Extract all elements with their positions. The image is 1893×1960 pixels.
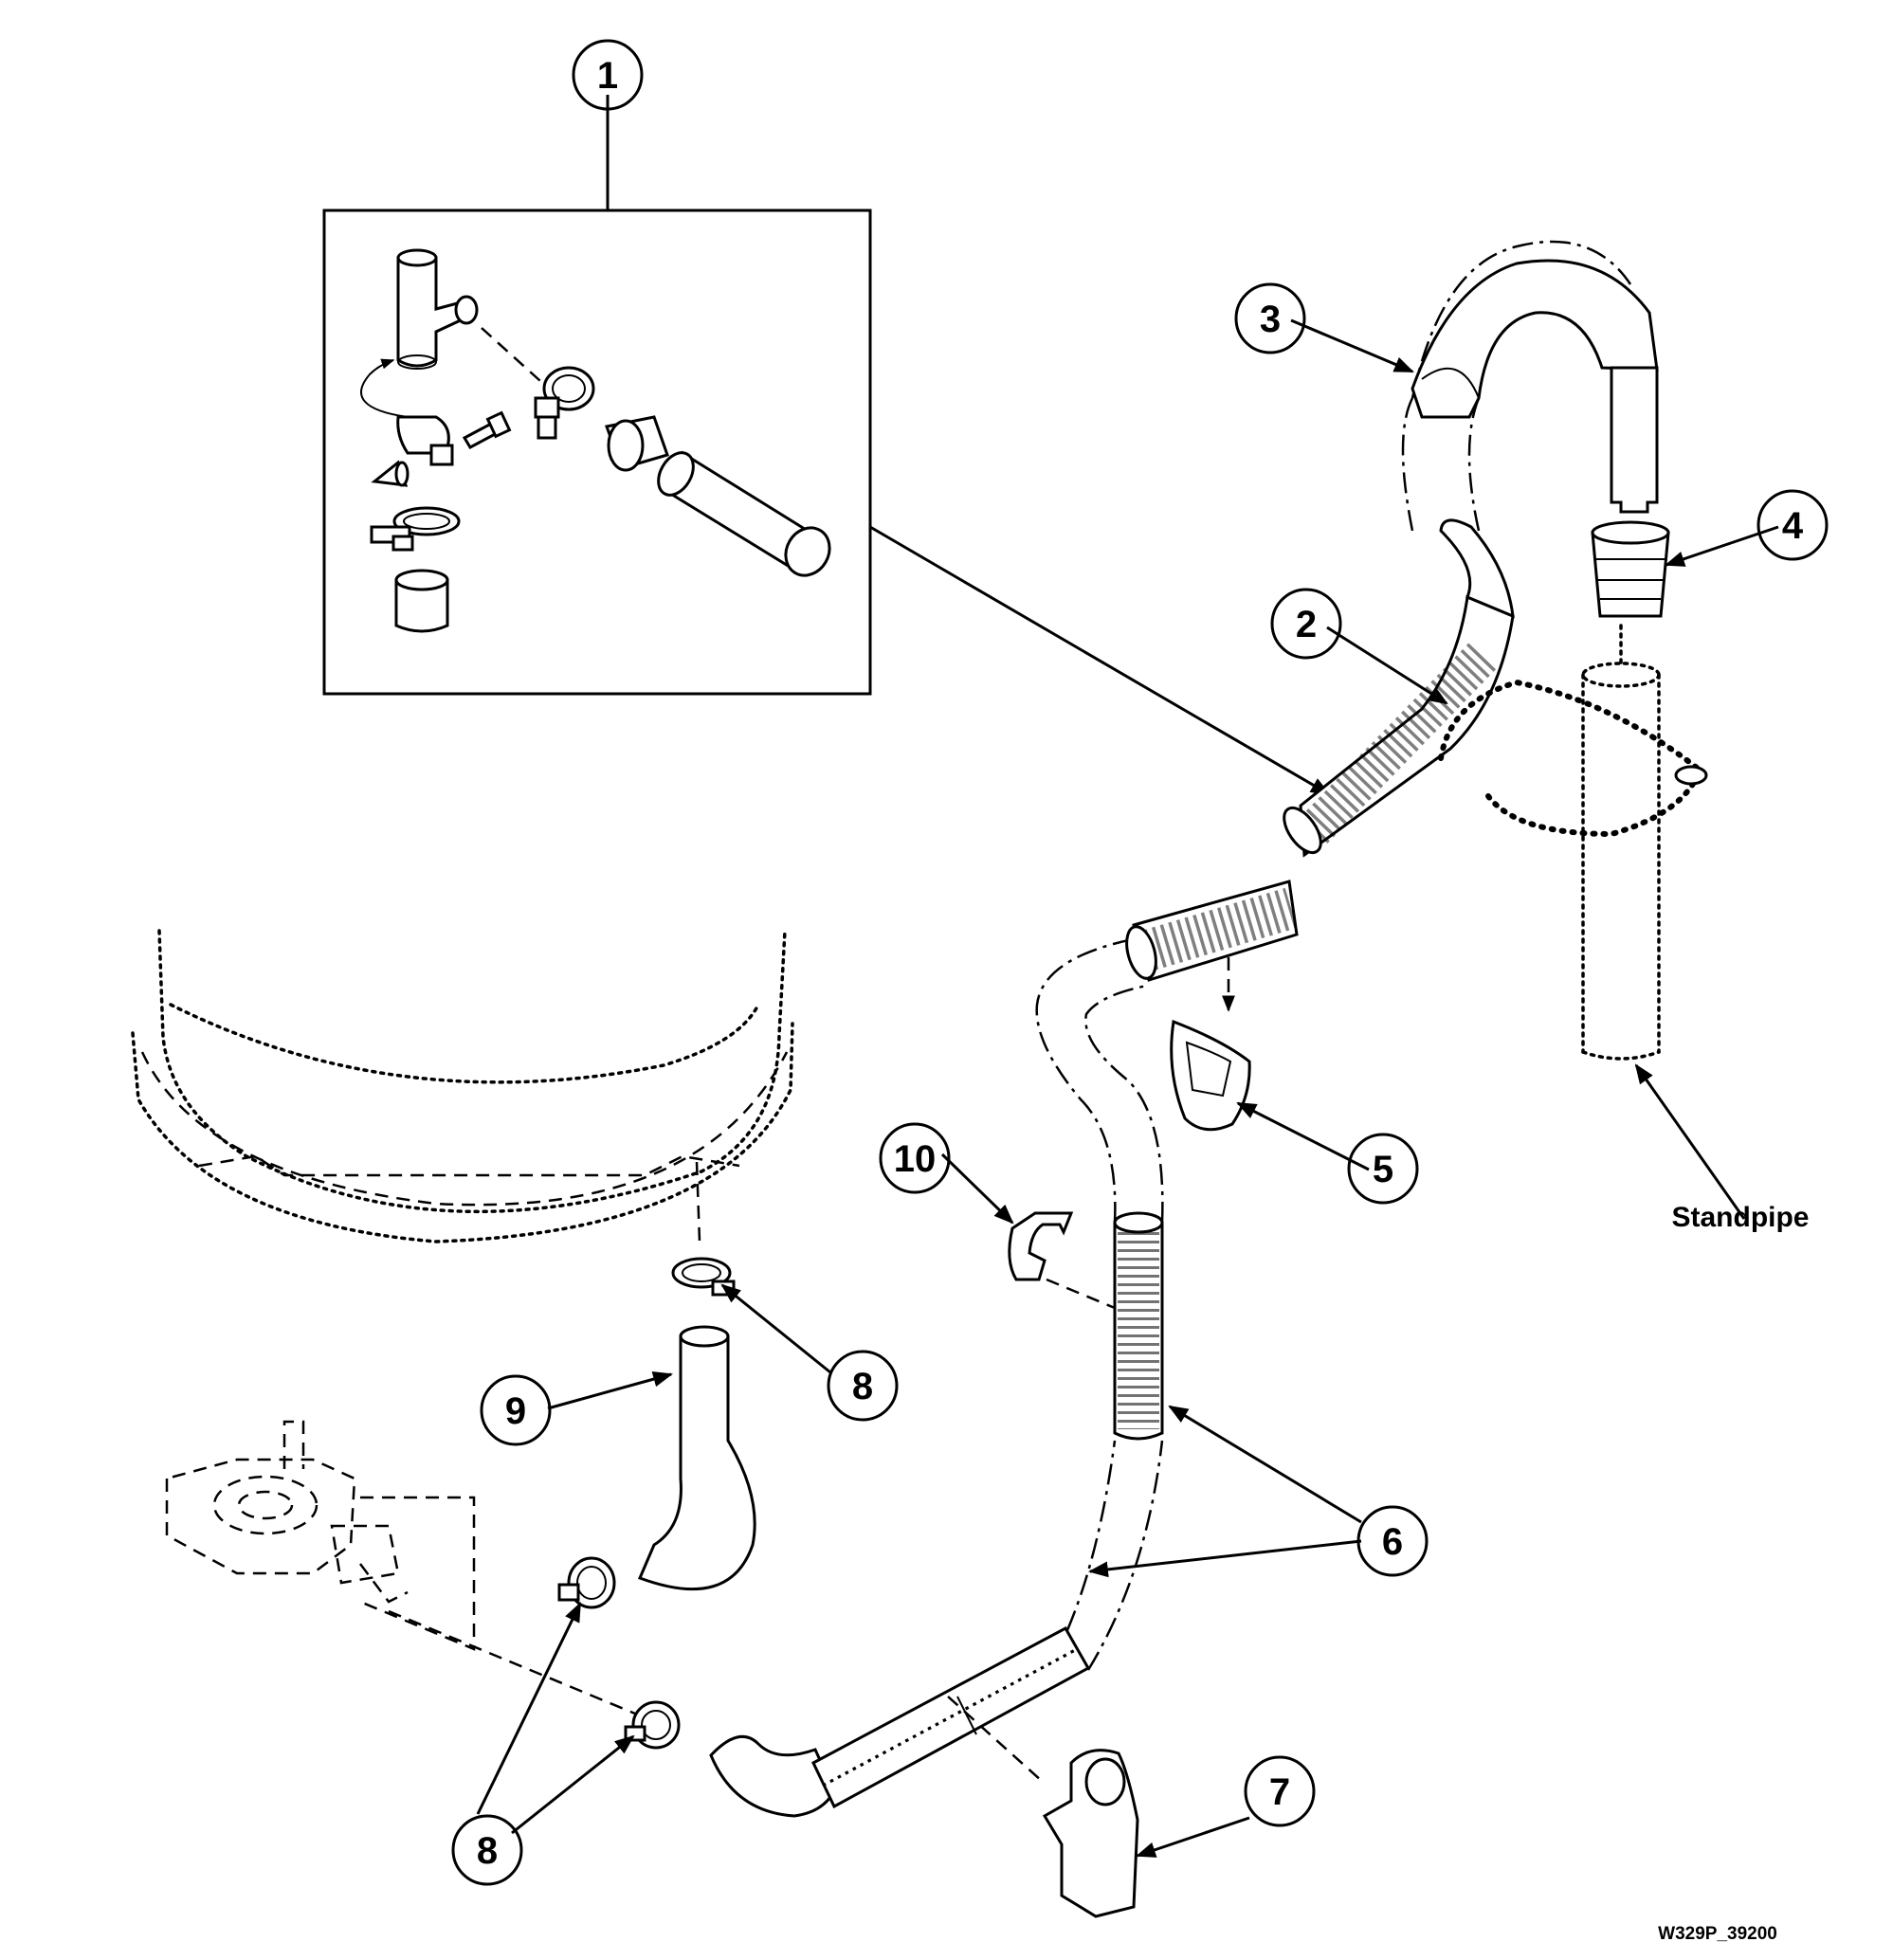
callout-8b: 8 xyxy=(451,1814,523,1886)
inset-to-hose-leader xyxy=(869,525,1331,796)
main-drain-hose xyxy=(709,936,1164,1818)
callout-8a: 8 xyxy=(827,1350,899,1422)
svg-text:8: 8 xyxy=(852,1366,873,1407)
coupler-lower xyxy=(394,569,449,633)
hose-hanger xyxy=(1401,240,1659,532)
svg-text:8: 8 xyxy=(477,1830,498,1872)
callout-10: 10 xyxy=(879,1122,951,1194)
short-drain-hose xyxy=(637,1325,756,1591)
coupler-right xyxy=(604,415,669,472)
hose-clamp-lower xyxy=(370,506,461,552)
callout-3: 3 xyxy=(1234,282,1306,354)
tee-fitting xyxy=(396,248,479,370)
clamp-middle xyxy=(557,1556,616,1609)
bead-chain xyxy=(1438,679,1700,838)
svg-text:9: 9 xyxy=(505,1390,526,1432)
callout-2: 2 xyxy=(1270,588,1342,660)
svg-text:1: 1 xyxy=(597,55,618,97)
leader-lines xyxy=(476,95,1779,1858)
drawing-code-label: W329P_39200 xyxy=(1658,1924,1777,1944)
inset-frame xyxy=(322,209,872,696)
clamp-bottom xyxy=(624,1700,681,1750)
standpipe-insert xyxy=(1591,520,1670,618)
callout-1: 1 xyxy=(572,39,644,111)
callout-4: 4 xyxy=(1756,489,1829,561)
svg-text:4: 4 xyxy=(1782,505,1804,547)
callout-7: 7 xyxy=(1244,1755,1316,1827)
drain-kit-inset xyxy=(322,209,872,696)
callout-9: 9 xyxy=(480,1374,552,1446)
callout-6: 6 xyxy=(1356,1505,1429,1577)
svg-text:5: 5 xyxy=(1373,1149,1393,1190)
standpipe-label: Standpipe xyxy=(1671,1202,1809,1233)
svg-text:2: 2 xyxy=(1296,604,1317,645)
hose-clamp-upper xyxy=(534,366,595,440)
upper-corrugated-hose xyxy=(1125,518,1515,982)
hose-retainer xyxy=(1170,1019,1251,1132)
drain-pump xyxy=(165,1420,409,1604)
svg-text:7: 7 xyxy=(1269,1771,1290,1813)
screw xyxy=(462,410,512,449)
plug xyxy=(371,460,410,487)
straight-hose-piece xyxy=(657,450,831,577)
hose-clip xyxy=(1008,1211,1074,1281)
callout-5: 5 xyxy=(1347,1133,1419,1205)
svg-text:6: 6 xyxy=(1382,1521,1403,1563)
svg-text:10: 10 xyxy=(894,1138,937,1180)
small-hose-clamp xyxy=(396,415,454,466)
standpipe xyxy=(1581,624,1661,1061)
outer-tub-outline xyxy=(131,929,794,1243)
svg-text:3: 3 xyxy=(1260,299,1281,340)
